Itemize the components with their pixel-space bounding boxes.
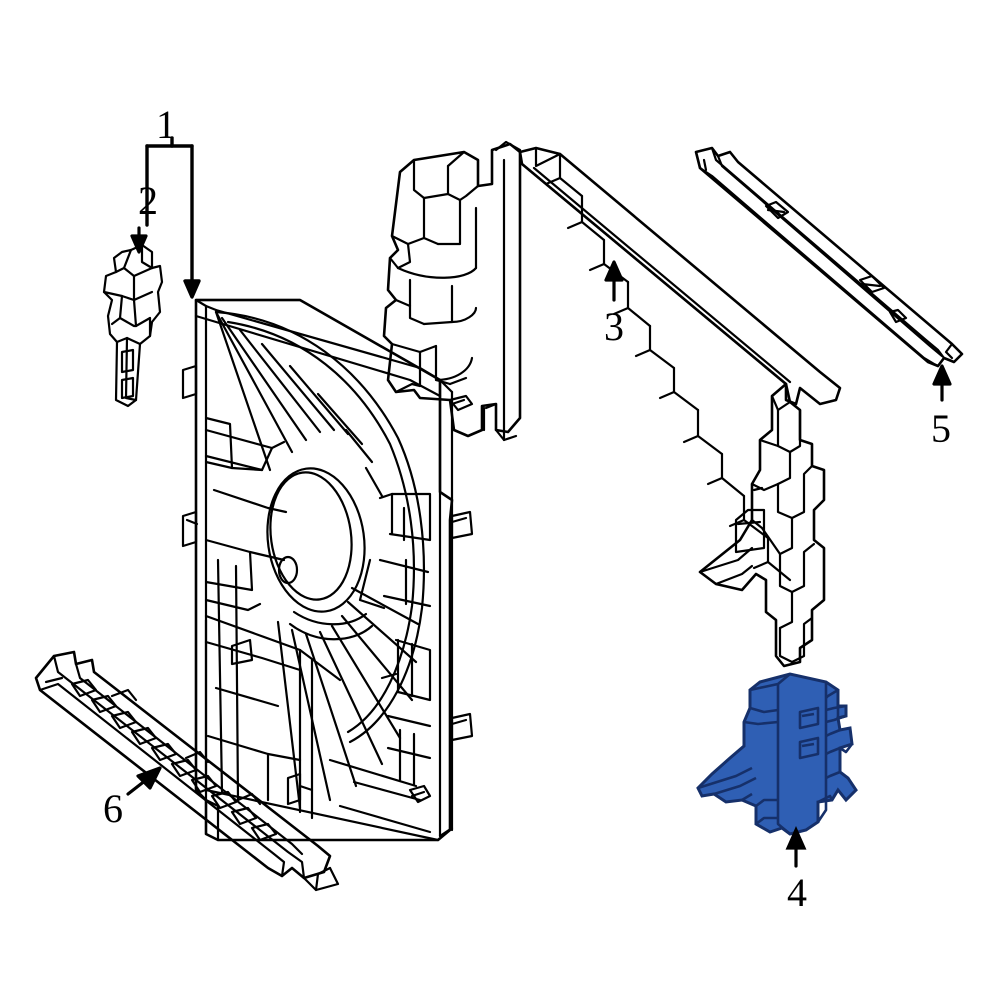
callout-4-leader xyxy=(785,826,807,868)
callout-label-5: 5 xyxy=(931,406,951,451)
callout-label-6: 6 xyxy=(103,786,123,831)
callout-6-leader xyxy=(126,766,162,796)
callout-1-leader xyxy=(145,136,201,299)
callout-label-1: 1 xyxy=(156,102,176,147)
callout-label-2: 2 xyxy=(138,178,158,223)
part-6-lower-seal-strip xyxy=(34,650,340,892)
part-2-shroud-clip-bracket xyxy=(102,243,164,408)
part-3-upper-air-deflector xyxy=(382,140,842,668)
callout-3-leader xyxy=(604,260,624,302)
callout-5-leader xyxy=(932,364,952,402)
callout-2-leader xyxy=(130,226,148,254)
part-4-side-air-baffle xyxy=(696,672,858,836)
callout-label-3: 3 xyxy=(604,304,624,349)
part-5-upper-seal-strip xyxy=(694,146,964,368)
callout-label-4: 4 xyxy=(787,870,807,915)
